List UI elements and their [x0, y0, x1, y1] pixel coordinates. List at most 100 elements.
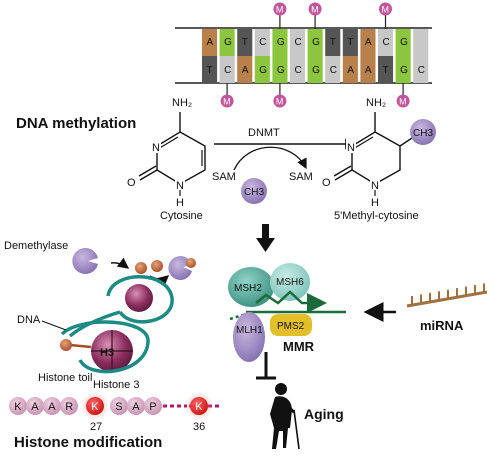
methyl-ball-2: [151, 260, 163, 272]
dna-methyl-mark-bottom: [220, 94, 234, 108]
dna-bottom-base-block: [307, 56, 323, 83]
dna-top-base-label: C: [383, 37, 390, 48]
dna-bottom-base-block: [325, 56, 341, 83]
dna-top-base-block: [290, 29, 306, 56]
dna-methyl-mark-bottom-label: M: [223, 97, 231, 107]
dna-methyl-mark-top-label: M: [276, 5, 284, 15]
dna-bottom-base-block: [395, 56, 411, 83]
dna-bottom-base-label: C: [330, 65, 337, 76]
methyl-ball-1: [135, 262, 147, 274]
methyl-cytosine-label: 5'Methyl-cytosine: [334, 210, 419, 222]
mirna-label: miRNA: [420, 318, 464, 333]
histone-residue-label: K: [14, 401, 22, 413]
methyl-cytosine-n3: N: [347, 142, 355, 154]
pms2-label: PMS2: [277, 321, 305, 332]
histone-residue-label: P: [149, 401, 156, 413]
dna-top-base-block: [272, 29, 288, 56]
elderly-person-icon: [270, 383, 300, 450]
methyl-cytosine-h: H: [371, 197, 379, 209]
dna-bottom-base-block: [413, 56, 429, 83]
dna-bottom-base-label: A: [365, 65, 372, 76]
histone-residue: [43, 397, 61, 415]
methyl-cytosine-nh2: NH₂: [366, 97, 386, 109]
methyl-cytosine-o: O: [322, 177, 331, 189]
h3-label: H3: [100, 347, 114, 359]
down-arrow-to-mmr: [256, 224, 275, 252]
dna-bottom-base-label: T: [207, 65, 213, 76]
dna-methyl-mark-top: [308, 2, 322, 16]
dna-bottom-base-label: C: [295, 65, 302, 76]
dna-label-pointer: [41, 320, 67, 331]
histone-residue-label: R: [65, 401, 73, 413]
dna-bottom-base-block: [342, 56, 358, 83]
dna-bottom-base-label: G: [259, 65, 267, 76]
dna-top-base-label: T: [242, 37, 248, 48]
histone-3-label: Histone 3: [93, 379, 139, 391]
dna-top-base-block: [378, 29, 394, 56]
histone-tail-label: Histone toil: [38, 372, 92, 384]
cytosine-molecule: NH₂ N N O H Cytosine: [127, 97, 206, 222]
dna-bottom-base-block: [202, 56, 218, 83]
ch3-group-bubble: [241, 178, 267, 204]
histone-residue-label: A: [31, 401, 39, 413]
k36-number: 36: [193, 421, 205, 433]
histone-residue-label: K: [91, 401, 99, 413]
methyl-cytosine-n1: N: [371, 180, 379, 192]
modified-lysine-residue: [190, 397, 208, 415]
cytosine-n1: N: [176, 180, 184, 192]
mlh1-label: MLH1: [236, 325, 263, 336]
histone-residue: [110, 397, 128, 415]
cytosine-n3: N: [152, 142, 160, 154]
dna-methyl-mark-top-label: M: [311, 5, 319, 15]
cytosine-label: Cytosine: [160, 210, 203, 222]
cytosine-nh2: NH₂: [172, 97, 192, 109]
mirna-strand: [406, 283, 488, 308]
dna-top-base-label: G: [312, 37, 320, 48]
dna-wrap-upper: [106, 275, 174, 324]
dna-linker: [68, 310, 121, 338]
dna-top-base-label: G: [277, 37, 285, 48]
histone-residue: [9, 397, 27, 415]
sam-curved-arrow: [233, 146, 307, 171]
dna-top-base-block: [237, 29, 253, 56]
demethylase-arrow-1: [110, 257, 130, 269]
dna-bottom-base-block: [219, 56, 235, 83]
dna-top-base-label: C: [259, 37, 266, 48]
pms2-protein: [270, 314, 312, 336]
dna-bottom-base-label: A: [347, 65, 354, 76]
dna-top-base-label: T: [330, 37, 336, 48]
dna-methyl-mark-top-label: M: [382, 5, 390, 15]
nucleosome-upper: [125, 284, 153, 312]
ch3-donor-label: CH3: [244, 187, 264, 198]
dna-top-base-block: [307, 29, 323, 56]
aging-label: Aging: [304, 406, 344, 422]
sam-input-label: SAM: [212, 171, 236, 183]
dna-label: DNA: [17, 314, 41, 326]
inhibition-bar: [256, 352, 276, 380]
dna-bottom-base-block: [237, 56, 253, 83]
ch3-attached-bubble: [410, 119, 436, 145]
dna-top-base-block: [254, 29, 270, 56]
cytosine-o: O: [127, 177, 136, 189]
sam-output-label: SAM: [289, 171, 313, 183]
histone-residue-label: S: [115, 401, 122, 413]
dna-top-base-label: G: [400, 37, 408, 48]
histone-residue: [127, 397, 145, 415]
demethylase-bound-icon: [168, 256, 192, 280]
dna-bottom-base-block: [290, 56, 306, 83]
dna-bottom-base-label: C: [224, 65, 231, 76]
dna-top-base-block: [325, 29, 341, 56]
dna-top-base-block: [342, 29, 358, 56]
dna-bottom-base-block: [378, 56, 394, 83]
dna-bottom-base-label: G: [312, 65, 320, 76]
dna-methylation-title: DNA methylation: [16, 115, 136, 132]
histone-residue: [144, 397, 162, 415]
dna-top-base-block: [219, 29, 235, 56]
histone-residue: [26, 397, 44, 415]
dnmt-label: DNMT: [248, 127, 280, 139]
dna-methyl-mark-bottom: [273, 94, 287, 108]
